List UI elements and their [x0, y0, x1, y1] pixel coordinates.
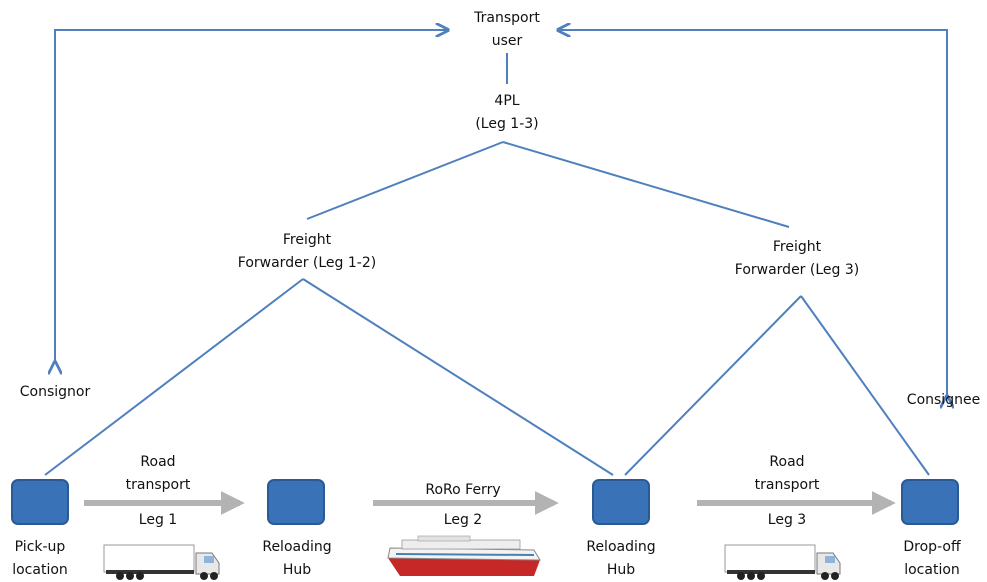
transport-user-links [55, 30, 947, 396]
dropoff-location-node [901, 479, 959, 525]
ff-right-to-dropoff-line [800, 295, 930, 476]
4pl-to-ff-right-line [502, 141, 790, 228]
truck-icon [103, 544, 220, 580]
4pl-to-ff-left-line [306, 141, 504, 220]
ff-left-to-pickup-line [44, 278, 304, 476]
ff-left-to-hub2-line [302, 278, 614, 476]
consignor-label: Consignor [19, 384, 91, 400]
leg3-label: Leg 3 [767, 512, 807, 528]
4pl-label: 4PL(Leg 1-3) [475, 93, 539, 132]
reloading-hub-2-node [592, 479, 650, 525]
leg2-mode-label: RoRo Ferry [425, 482, 501, 498]
truck-icon [724, 544, 841, 580]
consignee-label: Consignee [906, 392, 981, 408]
reloading-hub-1-node [267, 479, 325, 525]
ff-right-to-hub2-line [624, 295, 802, 476]
pickup-location-node [11, 479, 69, 525]
user-to-consignor-arrow [55, 30, 448, 362]
ferry-icon [387, 535, 541, 576]
leg1-label: Leg 1 [138, 512, 178, 528]
leg2-label: Leg 2 [443, 512, 483, 528]
user-to-consignee-arrow [558, 30, 947, 396]
hierarchy-lines [44, 141, 930, 476]
